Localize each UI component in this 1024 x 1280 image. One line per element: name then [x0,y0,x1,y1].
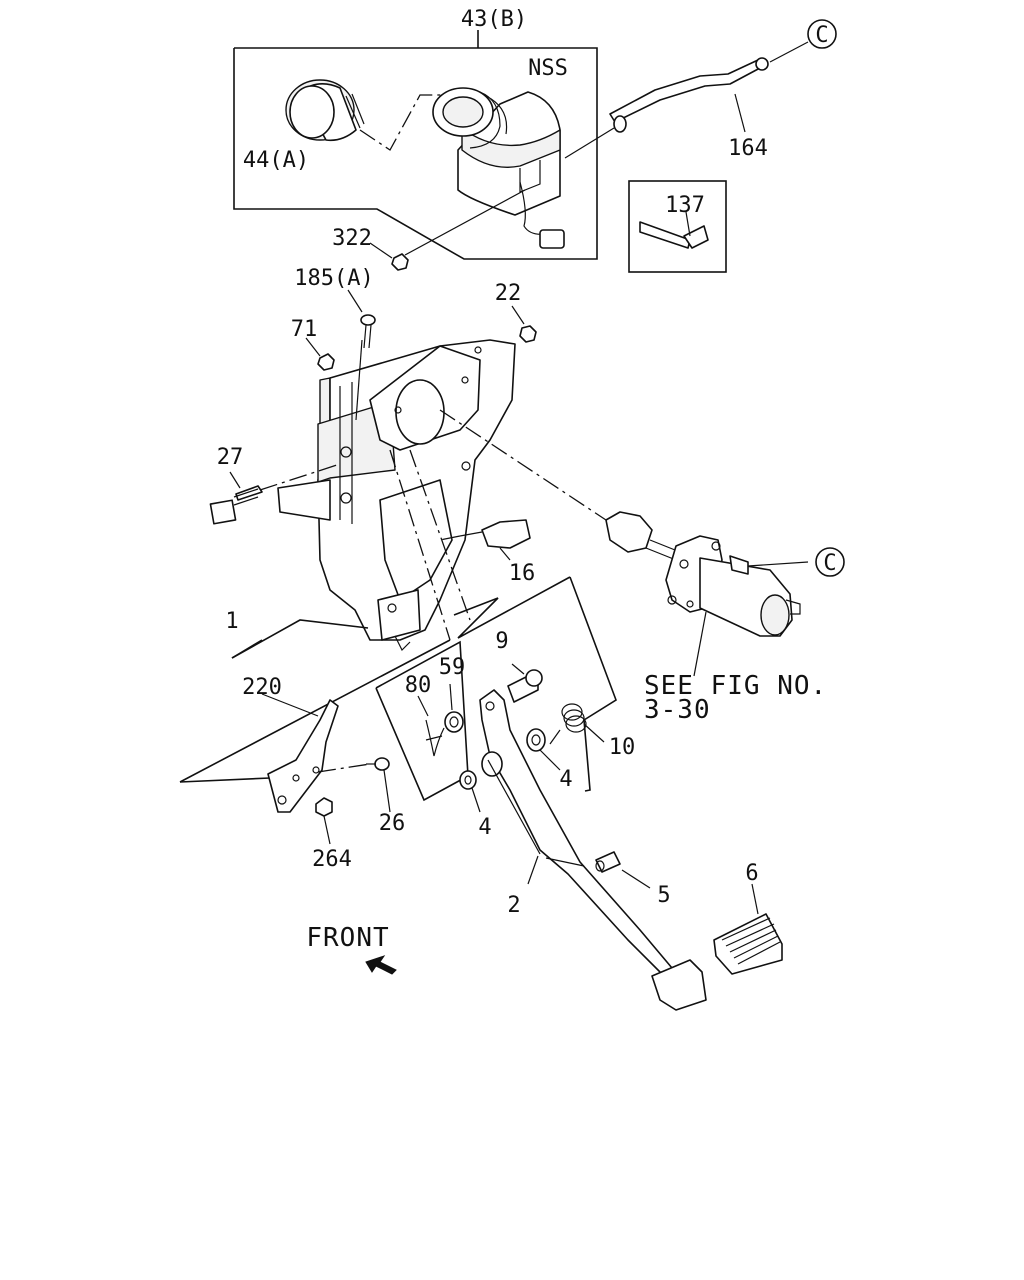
nut-22 [511,305,537,343]
clutch-master-cylinder [439,409,809,677]
callout-44a: 44(A) [243,148,309,173]
callout-10: 10 [609,735,636,760]
hose-164 [564,41,809,159]
reservoir-cap [285,79,445,151]
callout-220: 220 [242,675,282,700]
callout-80: 80 [405,673,432,698]
reference-c-top: C [807,19,837,49]
bolt-26 [366,757,391,813]
bracket-220 [261,693,371,813]
reference-c-mid: C [815,547,845,577]
callout-16: 16 [509,561,536,586]
pin-9 [507,663,543,703]
bolt-185a [347,289,376,421]
callout-4-right: 4 [559,767,572,792]
callout-43b: 43(B) [461,7,527,32]
reference-c-top-label: C [815,23,828,48]
callout-185a: 185(A) [294,266,373,291]
clutch-pedal-arm [479,689,673,977]
callout-1: 1 [225,609,238,634]
callout-27: 27 [217,445,244,470]
pedal-rubber-pad-6 [713,883,783,975]
see-fig-line1: SEE FIG NO. [644,671,827,701]
nut-71 [305,337,335,371]
stopper-27 [209,463,341,525]
callout-9: 9 [495,629,508,654]
reservoir-tank [404,87,565,256]
callout-nss: NSS [528,56,568,81]
callout-26: 26 [379,811,406,836]
front-arrow-icon [365,955,397,975]
bushing-4-left [459,770,481,813]
callout-137: 137 [665,193,705,218]
reservoir-assembly-box [233,30,598,260]
bushing-4-right [526,728,561,771]
see-fig-line2: 3-30 [644,695,711,725]
cable-tie-box [628,180,727,273]
switch-16 [439,519,531,561]
clip-80 [417,695,445,757]
spring-10 [549,703,605,745]
pedal-foot [651,959,707,1011]
reference-c-mid-label: C [823,551,836,576]
pad-5 [595,851,651,889]
nut-322 [369,242,409,271]
callout-264: 264 [312,847,352,872]
callout-71: 71 [291,317,318,342]
callout-2: 2 [507,893,520,918]
callout-4-left: 4 [478,815,491,840]
callout-322: 322 [332,226,372,251]
pedal-bracket [277,339,516,652]
callout-labels: 43(B) NSS 44(A) 164 137 322 185(A) 22 71… [217,7,827,953]
nut-264 [315,797,333,845]
callout-6: 6 [745,861,758,886]
callout-5: 5 [657,883,670,908]
callout-164: 164 [728,136,768,161]
washer-59 [444,683,464,733]
callout-59: 59 [439,655,466,680]
front-label: FRONT [306,923,389,953]
callout-22: 22 [495,281,522,306]
